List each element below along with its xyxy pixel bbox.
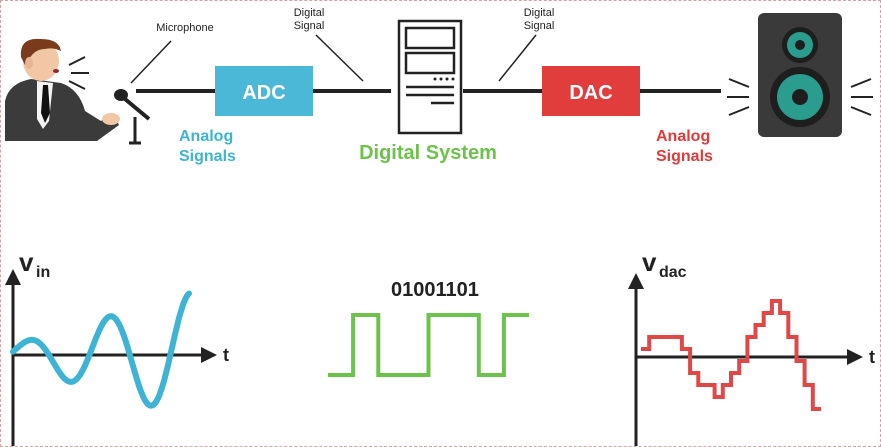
analog-signals-right-line2: Signals [656, 148, 713, 165]
adc-box [215, 66, 313, 116]
vdac-chart: v dac t [628, 247, 875, 446]
binary-code-label: 01001101 [391, 279, 479, 301]
vin-y-arrow [5, 269, 21, 285]
vdac-label-v: v [642, 247, 657, 277]
microphone-pointer [130, 40, 172, 84]
dac-box [542, 66, 640, 116]
adc-label: ADC [242, 82, 285, 104]
computer-tower-icon [397, 19, 463, 135]
vin-chart: v in t [5, 247, 229, 446]
digital-signal-right-line2: Signal [524, 20, 555, 32]
speaker-waves-right-icon [850, 78, 873, 116]
analog-signals-left-line1: Analog [179, 128, 233, 145]
microphone-icon [114, 89, 151, 145]
digital-signal-right-line1: Digital [524, 7, 555, 19]
vin-label-sub: in [36, 264, 50, 281]
binary-chart: 01001101 [328, 279, 529, 377]
analog-signals-left-line2: Signals [179, 148, 236, 165]
vdac-x-arrow [847, 349, 863, 365]
voice-waves-icon [68, 56, 89, 90]
computer-lights [433, 77, 455, 81]
digital-square-wave [328, 313, 529, 377]
speaker-waves-left-icon [727, 78, 750, 116]
digital-signal-left-line1: Digital [294, 7, 325, 19]
vin-t-label: t [223, 345, 229, 365]
vdac-y-arrow [628, 273, 644, 289]
digital-signal-left-line2: Signal [294, 20, 325, 32]
vin-label-v: v [19, 247, 34, 277]
vin-analog-wave [10, 290, 192, 409]
vdac-label-sub: dac [659, 264, 687, 281]
microphone-label: Microphone [156, 22, 213, 34]
loudspeaker-icon [758, 13, 842, 137]
analog-signals-right-line1: Analog [656, 128, 710, 145]
digital-system-label: Digital System [359, 142, 497, 164]
digital-signal-left-pointer [315, 34, 364, 82]
vdac-staircase-wave [641, 299, 821, 411]
dac-label: DAC [569, 82, 612, 104]
vin-x-arrow [201, 347, 217, 363]
digital-signal-right-pointer [498, 34, 537, 82]
speaker-person-icon [5, 38, 120, 141]
vdac-t-label: t [869, 347, 875, 367]
